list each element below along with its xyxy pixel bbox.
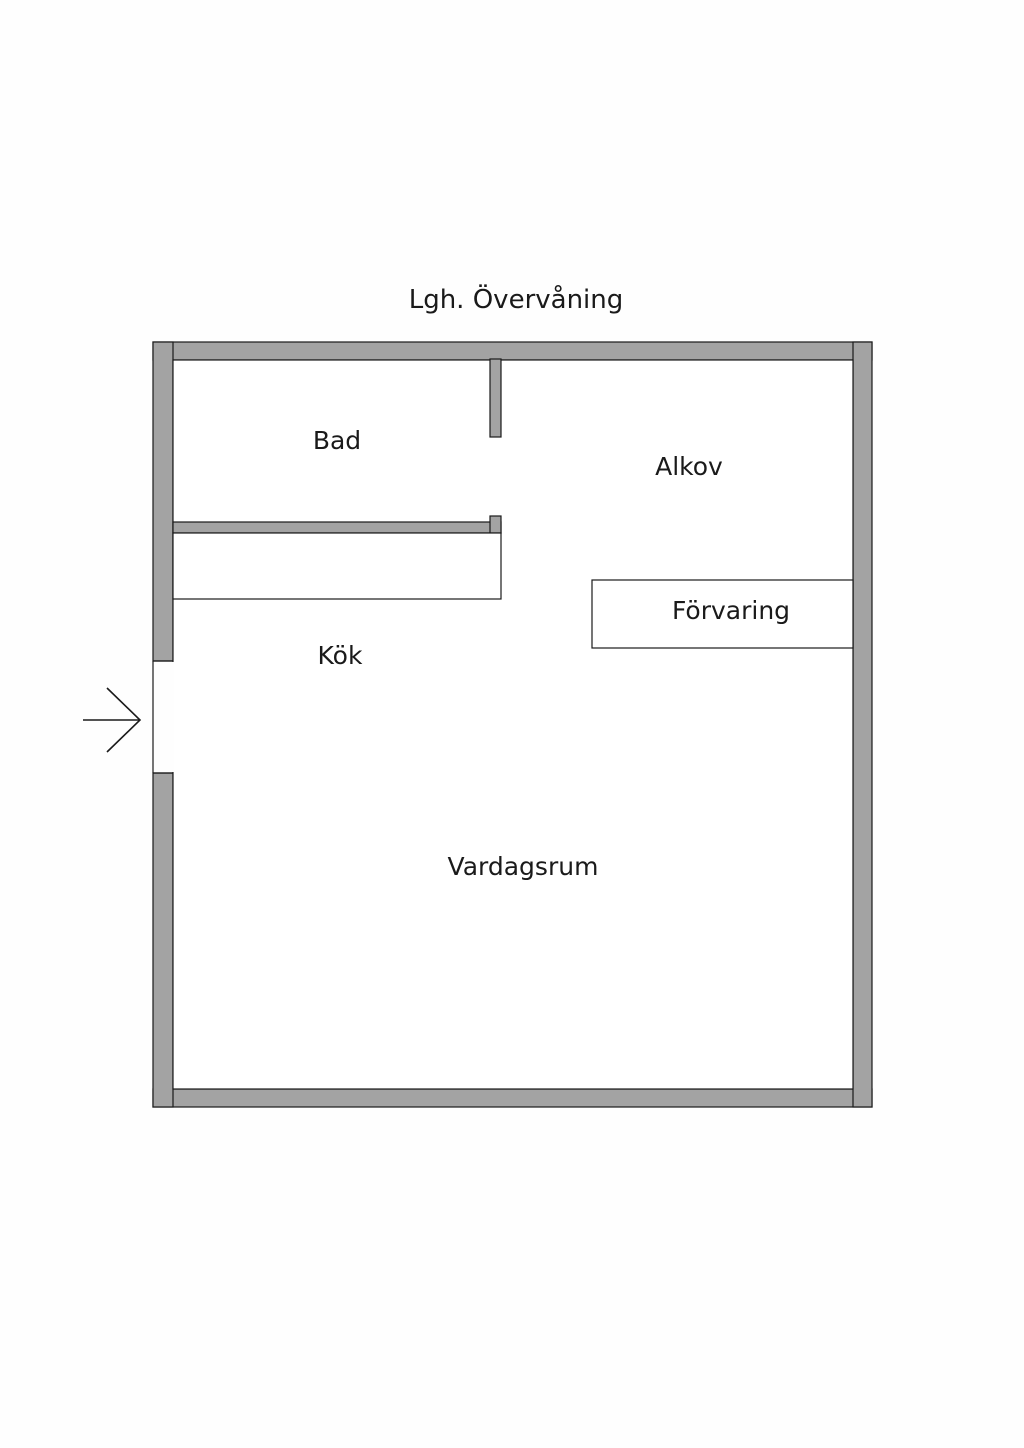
room-label-forvaring: Förvaring (672, 596, 790, 625)
room-label-vardagsrum: Vardagsrum (448, 852, 599, 881)
plan-title: Lgh. Övervåning (409, 283, 624, 315)
arrow-right-icon (83, 687, 142, 753)
bad-bottom-wall (172, 521, 502, 534)
storage-box (591, 579, 854, 649)
bad-alkov-wall (489, 358, 502, 438)
kitchen-counter (172, 532, 502, 600)
outer-wall-left-upper (152, 341, 174, 662)
outer-wall-bottom (152, 1088, 873, 1108)
inner-floor (172, 359, 854, 1090)
entrance-opening (152, 662, 174, 772)
room-label-bad: Bad (313, 426, 361, 455)
room-label-kok: Kök (318, 641, 363, 670)
outer-wall-top (152, 341, 873, 361)
bad-door-jamb (489, 515, 502, 534)
room-label-alkov: Alkov (655, 452, 723, 481)
outer-wall-right (852, 341, 873, 1108)
outer-wall-left-lower (152, 772, 174, 1108)
